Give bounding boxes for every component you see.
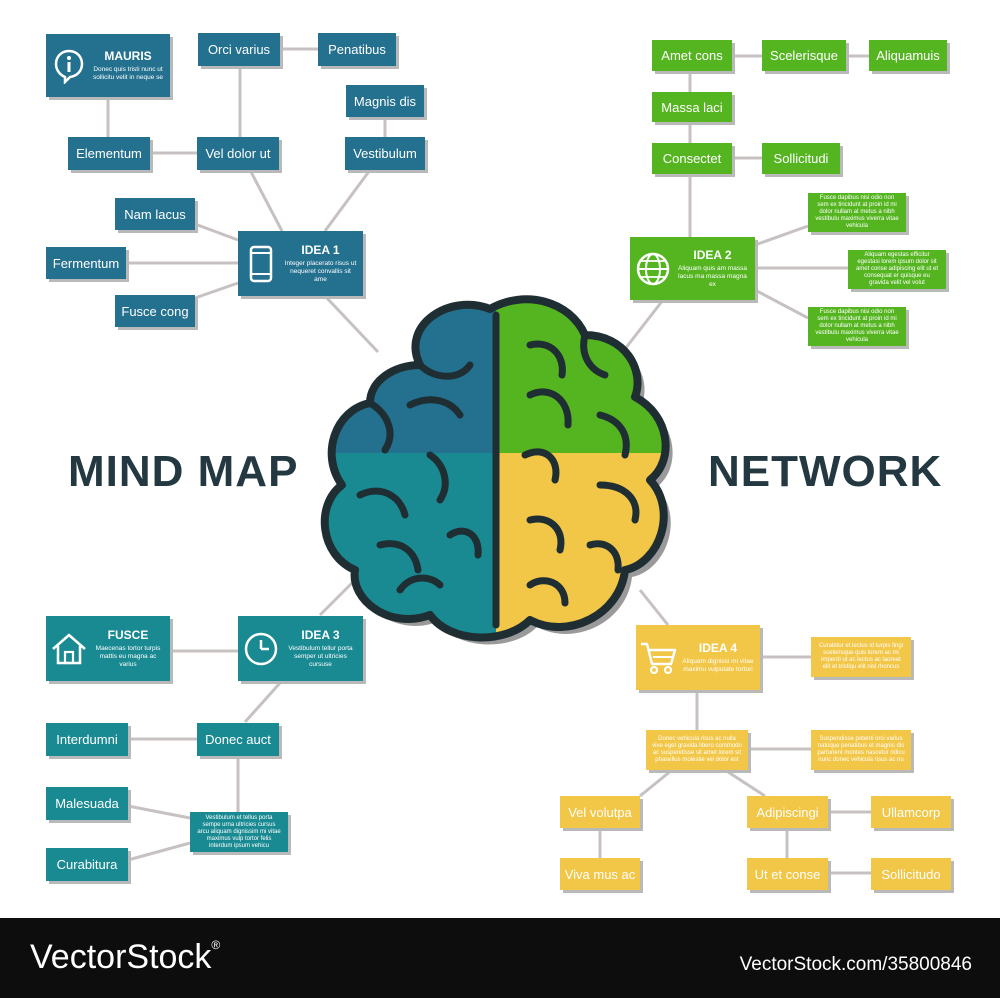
- node-nam-lacus[interactable]: Nam lacus: [115, 198, 195, 230]
- idea2-title: IDEA 2: [693, 248, 732, 262]
- idea4-card[interactable]: IDEA 4 Aliquam dignissi mi vitae maximu v…: [636, 625, 760, 690]
- smartphone-icon: [238, 231, 284, 296]
- idea1-card[interactable]: IDEA 1 Integer placerato risus ut nequere…: [238, 231, 363, 296]
- idea4-text: Aliquam dignissi mi vitae maximu vulputa…: [682, 658, 754, 673]
- clock-icon: [238, 616, 284, 681]
- mauris-text: Donec quis tristi nunc ut sollicitu veli…: [92, 66, 164, 81]
- idea4-note-3: Suspendisse potenti orci varius natoque …: [811, 730, 911, 770]
- node-elementum[interactable]: Elementum: [68, 137, 150, 170]
- idea2-text: Aliquam quis am massa lacus ma massa mag…: [678, 265, 747, 288]
- node-interdumni[interactable]: Interdumni: [46, 723, 128, 756]
- node-adipiscingi[interactable]: Adipiscingi: [747, 796, 828, 828]
- brand-name: VectorStock: [30, 938, 212, 976]
- node-massa-laci[interactable]: Massa laci: [652, 92, 732, 122]
- node-orci-varius[interactable]: Orci varius: [198, 33, 280, 66]
- headline-mind-map: MIND MAP: [68, 447, 299, 496]
- node-ut-et-conse[interactable]: Ut et conse: [747, 858, 828, 890]
- idea3-note: Vestibulum et tellus porta sempe urna ul…: [190, 812, 288, 852]
- node-sollicitudo[interactable]: Sollicitudo: [871, 858, 951, 890]
- headline-network: NETWORK: [708, 447, 943, 496]
- fusce-title: FUSCE: [107, 628, 149, 642]
- brain-illustration: [320, 295, 673, 645]
- home-icon: [46, 616, 92, 681]
- idea4-note-1: Curabitur et lectus id turpis fingi scel…: [811, 637, 911, 677]
- node-malesuada[interactable]: Malesuada: [46, 787, 128, 820]
- idea2-note-3: Fusce dapibus nisi odio non sem ex tinci…: [808, 307, 906, 346]
- node-magnis-dis[interactable]: Magnis dis: [346, 85, 424, 117]
- idea2-note-1: Fusce dapibus nisi odio non sem ex tinci…: [808, 193, 906, 232]
- node-viva-mus-ac[interactable]: Viva mus ac: [560, 858, 640, 890]
- idea3-text: Vestibulum tellur porta semper ut ultric…: [288, 645, 353, 668]
- fusce-card[interactable]: FUSCE Maecenas tortor turpis mattis eu ma…: [46, 616, 170, 681]
- idea2-card[interactable]: IDEA 2 Aliquam quis am massa lacus ma mas…: [630, 237, 755, 300]
- info-icon: [46, 34, 92, 97]
- node-sollicitudi[interactable]: Sollicitudi: [762, 143, 840, 174]
- cart-icon: [636, 625, 682, 690]
- node-consectet[interactable]: Consectet: [652, 143, 732, 174]
- idea4-note-2: Donec vehicula risus ac nulla vive eget …: [646, 730, 748, 770]
- node-penatibus[interactable]: Penatibus: [318, 33, 396, 66]
- idea3-title: IDEA 3: [301, 628, 340, 642]
- idea3-card[interactable]: IDEA 3 Vestibulum tellur porta semper ut …: [238, 616, 363, 681]
- node-vestibulum[interactable]: Vestibulum: [345, 137, 425, 170]
- node-fermentum[interactable]: Fermentum: [46, 247, 126, 279]
- registered-mark: ®: [211, 938, 221, 952]
- idea1-text: Integer placerato risus ut nequeret conv…: [284, 260, 357, 283]
- node-donec-auct[interactable]: Donec auct: [197, 723, 279, 756]
- node-fusce-cong[interactable]: Fusce cong: [115, 295, 195, 327]
- idea1-title: IDEA 1: [301, 243, 340, 257]
- node-amet-cons[interactable]: Amet cons: [652, 40, 732, 71]
- vectorstock-logo: VectorStock®: [30, 938, 220, 977]
- node-curabitura[interactable]: Curabitura: [46, 848, 128, 881]
- node-ullamcorp[interactable]: Ullamcorp: [871, 796, 951, 828]
- idea2-note-2: Aliquam egestas efficitur egestasi lorem…: [848, 250, 946, 289]
- node-vel-dolor-ut[interactable]: Vel dolor ut: [197, 137, 279, 170]
- globe-icon: [630, 237, 676, 300]
- connector-lines: [106, 47, 871, 875]
- idea4-title: IDEA 4: [698, 641, 738, 655]
- fusce-text: Maecenas tortor turpis mattis eu magna a…: [95, 645, 161, 668]
- node-aliquamuis[interactable]: Aliquamuis: [869, 40, 947, 71]
- mauris-card[interactable]: MAURIS Donec quis tristi nunc ut sollicit…: [46, 34, 170, 97]
- image-id: VectorStock.com/35800846: [739, 954, 972, 975]
- node-vel-volutpa[interactable]: Vel volutpa: [560, 796, 640, 828]
- watermark-footer: VectorStock® VectorStock.com/35800846: [0, 918, 1000, 998]
- mauris-title: MAURIS: [104, 49, 152, 63]
- node-scelerisque[interactable]: Scelerisque: [762, 40, 846, 71]
